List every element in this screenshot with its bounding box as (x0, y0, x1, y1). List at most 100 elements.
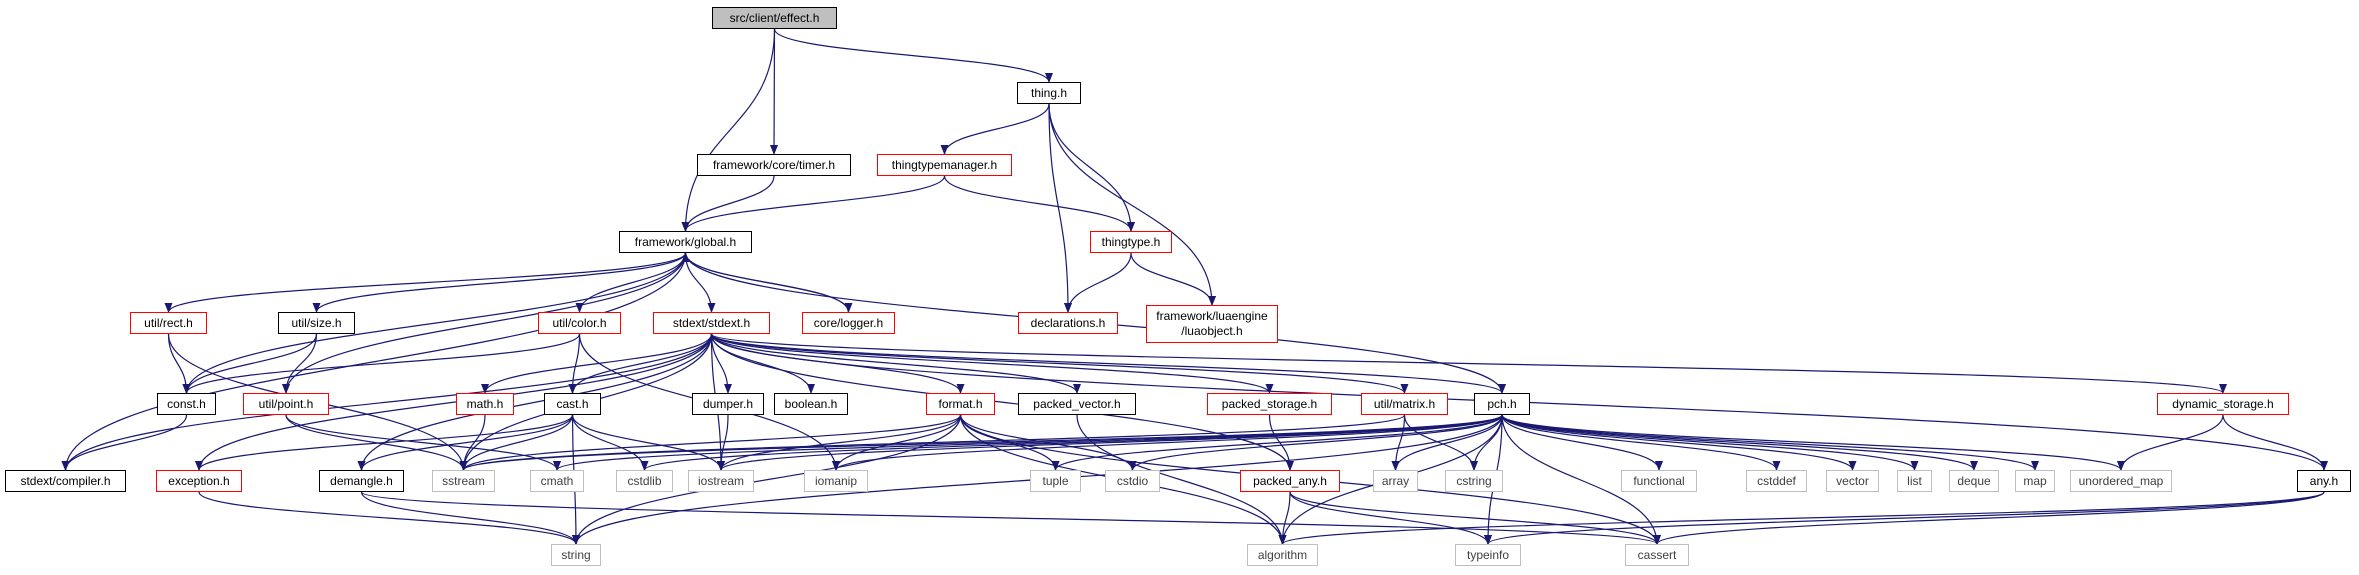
node-framework-luaengine-luaobject-h[interactable]: framework/luaengine /luaobject.h (1146, 305, 1278, 343)
node-framework-core-timer-h[interactable]: framework/core/timer.h (697, 154, 851, 176)
edge-thingtypemanager-to-global (681, 175, 946, 232)
node-cassert: cassert (1625, 544, 1689, 566)
node-any-h[interactable]: any.h (2297, 470, 2351, 492)
edge-any-to-algorithm (1278, 491, 2325, 545)
edge-stdext-to-matrix (710, 333, 1409, 394)
node-util-matrix-h[interactable]: util/matrix.h (1361, 393, 1448, 415)
node-framework-global-h[interactable]: framework/global.h (619, 231, 752, 253)
node-util-color-h[interactable]: util/color.h (538, 312, 621, 334)
edge-pch-to-tuple (1051, 414, 1503, 471)
node-boolean-h[interactable]: boolean.h (774, 393, 848, 415)
edge-stdext-to-exception (195, 333, 713, 471)
node-functional: functional (1621, 470, 1697, 492)
edge-format-to-sstream (459, 414, 962, 471)
edge-timer-to-global (681, 175, 775, 232)
edge-color-to-const (182, 333, 581, 394)
edge-thingtypemanager-to-thingtype (943, 175, 1135, 232)
node-typeinfo: typeinfo (1455, 544, 1521, 566)
edge-thing-to-luaobject (1048, 103, 1216, 306)
node-luaobject-line1: framework/luaengine (1156, 309, 1268, 323)
edge-any-to-typeinfo (1484, 491, 2325, 545)
edge-pch-to-deque (1501, 414, 1978, 471)
node-declarations-h[interactable]: declarations.h (1018, 312, 1118, 334)
edge-global-to-size (312, 252, 687, 313)
edge-global-to-const (182, 252, 687, 394)
edge-packed_any-to-typeinfo (1289, 491, 1492, 545)
edge-pch-to-cstddef (1501, 414, 1781, 471)
edge-pch-to-vector (1501, 414, 1857, 471)
node-deque: deque (1949, 470, 1999, 492)
edge-cast-to-sstream (459, 414, 574, 471)
node-util-point-h[interactable]: util/point.h (243, 393, 329, 415)
edge-format-to-string (572, 414, 962, 545)
edge-effect-to-timer (770, 28, 779, 155)
edge-any-to-cassert (1653, 491, 2325, 545)
node-cstddef: cstddef (1746, 470, 1807, 492)
node-packed-vector-h[interactable]: packed_vector.h (1018, 393, 1136, 415)
node-iomanip: iomanip (804, 470, 868, 492)
node-packed-storage-h[interactable]: packed_storage.h (1207, 393, 1332, 415)
node-thingtypemanager-h[interactable]: thingtypemanager.h (877, 154, 1012, 176)
edge-global-to-point (282, 252, 687, 394)
edge-matrix-to-sstream (459, 414, 1406, 471)
edge-size-to-point (282, 333, 318, 394)
node-stdext-stdext-h[interactable]: stdext/stdext.h (653, 312, 770, 334)
edge-pch-to-cstdio (1128, 414, 1503, 471)
edge-cast-to-exception (195, 414, 574, 471)
edge-pch-to-list (1501, 414, 1919, 471)
edge-rect-to-const (167, 333, 191, 394)
node-const-h[interactable]: const.h (157, 393, 216, 415)
edge-exception-to-string (198, 491, 580, 545)
edge-format-to-iostream (717, 414, 962, 471)
node-demangle-h[interactable]: demangle.h (319, 470, 404, 492)
edge-stdext-to-packed_vector (710, 333, 1081, 394)
edge-dynamic_storage-to-any (2222, 414, 2328, 471)
node-unordered-map: unordered_map (2070, 470, 2172, 492)
edge-point-to-sstream (285, 414, 468, 471)
edge-thing-to-declarations (1048, 103, 1072, 313)
node-dynamic-storage-h[interactable]: dynamic_storage.h (2157, 393, 2289, 415)
edge-pch-to-map (1501, 414, 2039, 471)
node-thingtype-h[interactable]: thingtype.h (1090, 231, 1172, 253)
node-core-logger-h[interactable]: core/logger.h (802, 312, 895, 334)
edge-stdext-to-demangle (357, 333, 713, 471)
edge-thing-to-thingtypemanager (940, 103, 1050, 155)
node-util-size-h[interactable]: util/size.h (278, 312, 355, 334)
edge-stdext-to-packed_any (710, 333, 1294, 471)
node-util-rect-h[interactable]: util/rect.h (130, 312, 207, 334)
edge-stdext-to-math (481, 333, 713, 394)
edge-point-to-cmath (285, 414, 561, 471)
node-stdext-compiler-h[interactable]: stdext/compiler.h (5, 470, 126, 492)
edge-pch-to-array (1391, 414, 1503, 471)
edge-dynamic_storage-to-unordered_map (2117, 414, 2224, 471)
node-exception-h[interactable]: exception.h (156, 470, 242, 492)
edge-demangle-to-string (360, 491, 580, 545)
node-effect-h: src/client/effect.h (712, 7, 837, 29)
node-string: string (551, 544, 601, 566)
node-thing-h[interactable]: thing.h (1017, 82, 1081, 104)
node-vector: vector (1826, 470, 1879, 492)
node-pch-h[interactable]: pch.h (1474, 393, 1530, 415)
edge-size-to-const (182, 333, 318, 394)
node-math-h[interactable]: math.h (456, 393, 514, 415)
node-iostream: iostream (688, 470, 754, 492)
node-dumper-h[interactable]: dumper.h (692, 393, 764, 415)
edge-stdext-to-compiler (61, 333, 713, 471)
edge-logger-to-global (681, 252, 850, 313)
node-sstream: sstream (432, 470, 495, 492)
node-cast-h[interactable]: cast.h (544, 393, 601, 415)
node-algorithm: algorithm (1247, 544, 1318, 566)
edge-global-to-stdext (684, 252, 716, 313)
edge-thingtype-to-declarations (1064, 252, 1132, 313)
node-cstdio: cstdio (1105, 470, 1160, 492)
edge-pch-to-iostream (717, 414, 1503, 471)
node-cmath: cmath (530, 470, 584, 492)
edge-const-to-compiler (61, 414, 188, 471)
edge-pch-to-cmath (553, 414, 1503, 471)
edge-global-to-compiler (61, 252, 687, 471)
node-packed-any-h[interactable]: packed_any.h (1240, 470, 1340, 492)
edge-thing-to-thingtype (1048, 103, 1135, 232)
node-format-h[interactable]: format.h (926, 393, 995, 415)
edge-stdext-to-cast (568, 333, 713, 394)
